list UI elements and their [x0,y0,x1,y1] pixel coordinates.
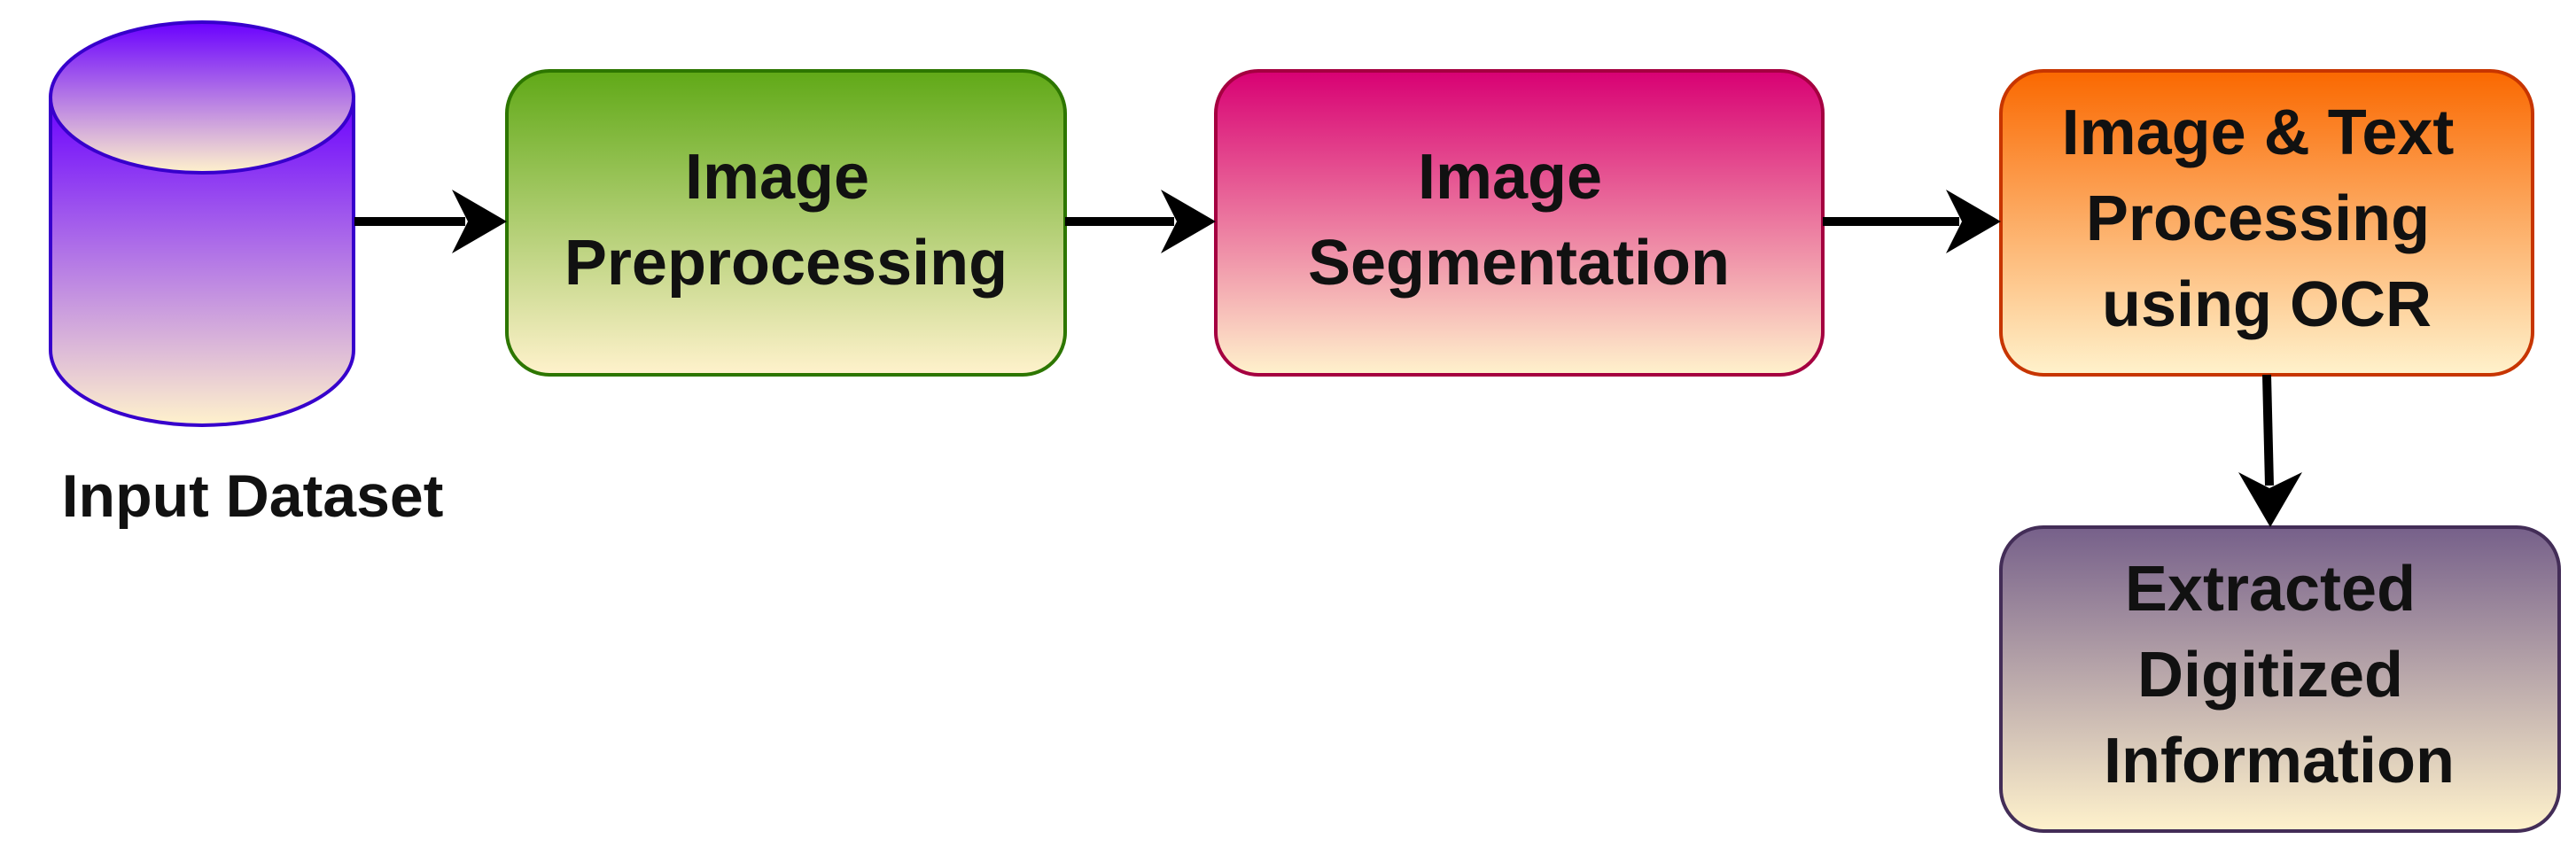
arrow-dataset-to-preprocessing [354,190,507,253]
image-preprocessing-node: Image Preprocessing [505,69,1067,377]
image-text-processing-line-2: Processing [2086,183,2430,254]
arrow-preprocessing-to-segmentation [1065,190,1216,253]
image-text-processing-line-1: Image & Text [2062,97,2455,168]
image-text-processing-line-3: using OCR [2102,269,2432,340]
image-segmentation-node: Image Segmentation [1214,69,1825,377]
image-text-processing-label: Image & Text Processing using OCR [2062,97,2472,340]
extracted-information-node: Extracted Digitized Information [1999,525,2561,833]
input-dataset-node: Input Dataset [49,20,444,530]
cylinder-body [49,96,355,427]
extracted-information-label: Extracted Digitized Information [2104,554,2455,796]
image-preprocessing-line-1: Image [685,142,869,213]
cylinder-top [49,20,355,175]
extracted-information-line-2: Digitized [2137,640,2403,711]
image-segmentation-line-1: Image [1418,142,1602,213]
image-preprocessing-label: Image Preprocessing [564,142,1008,299]
extracted-information-line-1: Extracted [2125,554,2416,625]
image-preprocessing-box [505,69,1067,377]
image-segmentation-box [1214,69,1825,377]
extracted-information-line-3: Information [2104,726,2455,796]
input-dataset-label: Input Dataset [62,462,444,530]
extracted-information-box [1999,525,2561,833]
image-segmentation-label: Image Segmentation [1308,142,1730,299]
image-text-processing-node: Image & Text Processing using OCR [1999,69,2534,377]
arrow-ocr-to-extracted [2238,374,2302,527]
arrow-segmentation-to-ocr [1823,190,2001,253]
image-preprocessing-line-2: Preprocessing [564,228,1008,299]
image-segmentation-line-2: Segmentation [1308,228,1730,299]
